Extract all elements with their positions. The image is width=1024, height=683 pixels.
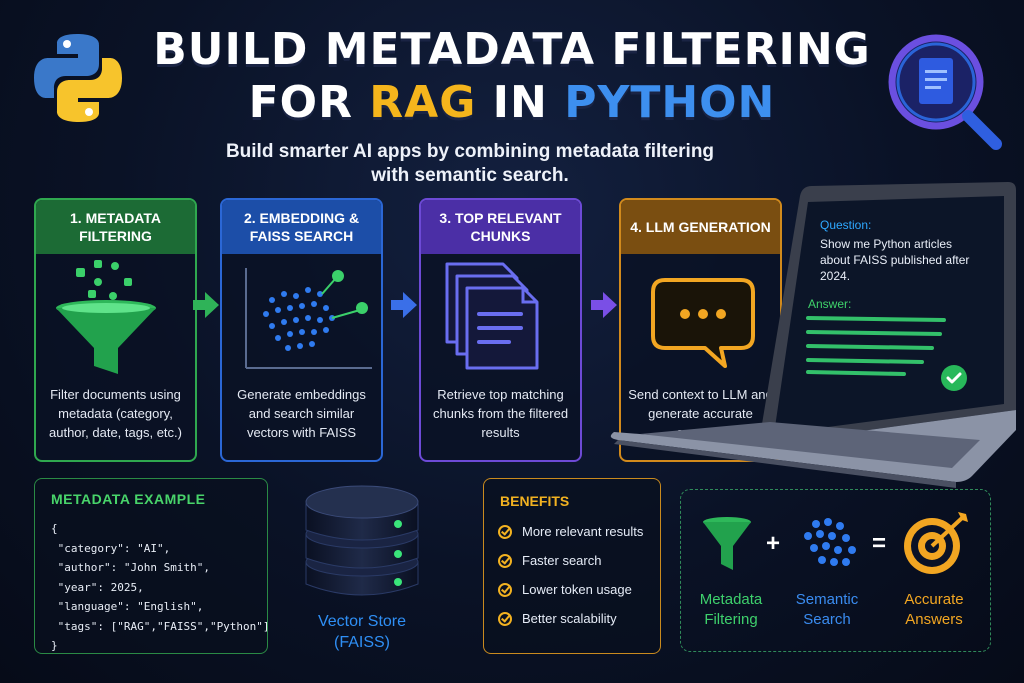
code-line: "language": "English",	[51, 600, 204, 613]
title-rag: RAG	[369, 77, 477, 128]
code-line: }	[51, 639, 58, 652]
accurate-answers-label: Accurate Answers	[884, 590, 984, 630]
step-description: Retrieve top matching chunks from the fi…	[432, 387, 569, 440]
check-icon	[498, 524, 512, 539]
label-line2: Answers	[905, 611, 963, 628]
chat-bubble-icon	[651, 278, 755, 368]
step-title: 1. METADATA FILTERING	[36, 200, 195, 254]
label-line1: Semantic	[795, 591, 859, 608]
semantic-dots-icon	[804, 518, 856, 566]
documents-stack-icon	[445, 262, 539, 370]
page-title-line2: FOR RAG IN PYTHON	[0, 77, 1024, 128]
check-circle-icon	[941, 365, 967, 391]
target-icon	[904, 512, 968, 574]
benefit-item: More relevant results	[498, 524, 643, 539]
step-card-metadata-filtering: 1. METADATA FILTERING Filter documents u…	[34, 198, 197, 462]
arrow-right-icon	[193, 292, 219, 318]
step-card-top-chunks: 3. TOP RELEVANT CHUNKS Retrieve top matc…	[419, 198, 582, 462]
funnel-icon	[703, 517, 751, 570]
funnel-icon	[56, 260, 156, 374]
benefit-label: Lower token usage	[522, 582, 632, 597]
title-in: IN	[492, 77, 548, 128]
code-line: "category": "AI",	[51, 541, 171, 555]
page-title-line1: BUILD METADATA FILTERING	[153, 24, 871, 75]
metadata-example-box: METADATA EXAMPLE { "category": "AI", "au…	[34, 478, 270, 656]
metadata-filtering-label: Metadata Filtering	[681, 590, 781, 630]
scatter-vectors-icon	[245, 268, 372, 369]
vector-store-label: Vector Store (FAISS)	[296, 611, 428, 653]
equals-sign: =	[872, 530, 887, 557]
code-line: "tags": ["RAG","FAISS","Python"]	[51, 619, 270, 633]
document-search-icon	[888, 34, 1002, 150]
answer-label: Answer:	[808, 297, 852, 311]
benefit-label: More relevant results	[522, 524, 644, 539]
plus-sign: +	[766, 530, 781, 557]
benefit-label: Faster search	[522, 553, 602, 568]
benefit-item: Faster search	[498, 553, 601, 568]
metadata-code: { "category": "AI", "author": "John Smit…	[51, 519, 270, 656]
label-line2: Search	[803, 611, 851, 628]
database-icon	[305, 485, 419, 596]
benefit-item: Better scalability	[498, 611, 617, 626]
label-line1: Metadata	[699, 591, 763, 608]
python-logo-icon	[34, 34, 122, 122]
benefits-box: BENEFITS More relevant results Faster se…	[483, 478, 661, 654]
subtitle-line1: Build smarter AI apps by combining metad…	[225, 141, 715, 162]
benefit-item: Lower token usage	[498, 582, 632, 597]
step-card-embedding-faiss: 2. EMBEDDING & FAISS SEARCH Generate emb…	[220, 198, 383, 462]
vector-store-label-line2: (FAISS)	[333, 634, 390, 651]
title-python: PYTHON	[564, 77, 776, 128]
question-label: Question:	[820, 218, 872, 232]
vector-store-label-line1: Vector Store	[317, 613, 407, 630]
subtitle: Build smarter AI apps by combining metad…	[150, 140, 790, 188]
equation-box	[680, 489, 991, 652]
check-icon	[498, 582, 512, 597]
metadata-example-title: METADATA EXAMPLE	[51, 491, 206, 507]
subtitle-line2: with semantic search.	[371, 165, 569, 186]
step-description: Generate embeddings and search similar v…	[237, 387, 366, 440]
label-line2: Filtering	[704, 611, 758, 628]
arrow-right-icon	[391, 292, 417, 318]
label-line1: Accurate	[904, 591, 964, 608]
step-title: 4. LLM GENERATION	[621, 200, 780, 254]
step-description: Filter documents using metadata (categor…	[49, 387, 182, 440]
step-title: 3. TOP RELEVANT CHUNKS	[421, 200, 580, 254]
step-title: 2. EMBEDDING & FAISS SEARCH	[222, 200, 381, 254]
title-for: FOR	[248, 77, 353, 128]
check-icon	[498, 611, 512, 626]
step-card-llm-generation: 4. LLM GENERATION Send context to LLM an…	[619, 198, 782, 462]
benefit-label: Better scalability	[522, 611, 617, 626]
benefits-title: BENEFITS	[500, 493, 570, 509]
semantic-search-label: Semantic Search	[777, 590, 877, 630]
check-icon	[498, 553, 512, 568]
answer-lines	[806, 316, 946, 376]
code-line: "author": "John Smith",	[51, 561, 210, 574]
arrow-right-icon	[591, 292, 617, 318]
question-text: Show me Python articles about FAISS publ…	[820, 237, 970, 283]
code-line: {	[51, 522, 58, 535]
code-line: "year": 2025,	[51, 580, 144, 594]
